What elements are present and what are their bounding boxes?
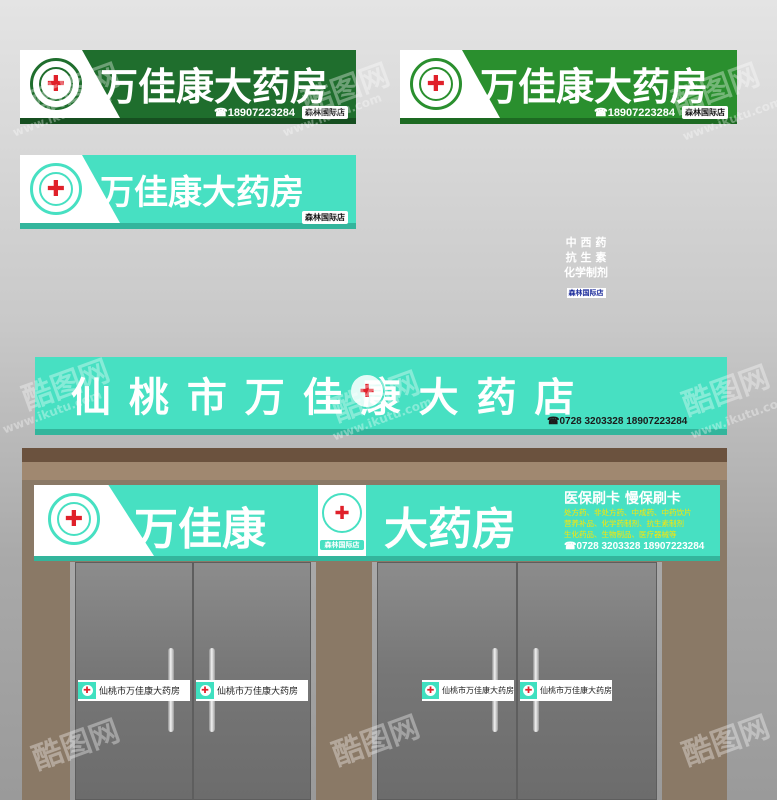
cross-icon: ✚ xyxy=(78,682,96,699)
decal-text: 仙桃市万佳康大药房 xyxy=(442,686,514,695)
decal-text: 仙桃市万佳康大药房 xyxy=(99,687,181,697)
phone-number: ☎18907223284 xyxy=(594,107,675,119)
lower-facade-banner: ✚ 万佳康 ✚ 森林国际店 大药房 医保刷卡 慢保刷卡 处方药、非处方药、中成药… xyxy=(34,485,720,561)
branch-badge: 森林国际店 xyxy=(682,106,728,119)
store-title: 万佳康大药房 xyxy=(100,173,304,213)
side-sign-line: 中 西 药 xyxy=(565,236,607,249)
frame-center-pillar xyxy=(316,560,372,800)
pharmacy-logo-icon: ✚ xyxy=(30,58,82,110)
sign-mint: ✚ 万佳康大药房 森林国际店 xyxy=(20,155,356,229)
cross-icon: ✚ xyxy=(422,682,439,699)
pharmacy-logo-icon: ✚ xyxy=(48,493,100,545)
services-line: 生化药品、生物制品、医疗器械等 xyxy=(564,530,677,539)
banner-base-bar xyxy=(34,556,720,561)
services-heading: 医保刷卡 慢保刷卡 xyxy=(564,491,681,507)
lower-banner-left-title: 万佳康 xyxy=(134,504,266,555)
branch-badge: 森林国际店 xyxy=(302,211,348,224)
store-title: 万佳康大药房 xyxy=(100,65,329,109)
banner-base-bar xyxy=(35,429,727,435)
cross-icon: ✚ xyxy=(196,682,214,699)
decal-text: 仙桃市万佳康大药房 xyxy=(540,686,612,695)
door-decal-strip: ✚ 仙桃市万佳康大药房 xyxy=(422,680,514,701)
beam-top xyxy=(22,448,727,462)
store-title: 万佳康大药房 xyxy=(480,65,709,109)
pharmacy-logo-icon: ✚ xyxy=(322,493,362,533)
branch-badge: 森林国际店 xyxy=(320,540,364,550)
upper-facade-banner: 仙 桃 市 万 佳 康 大 药 店 ✚ ☎0728 3203328 189072… xyxy=(35,357,727,435)
sign-base-bar xyxy=(20,223,356,229)
pharmacy-logo-icon: ✚ xyxy=(30,163,82,215)
side-sign-line: 化学制剂 xyxy=(564,266,608,279)
side-sign: 中 西 药 抗 生 素 化学制剂 森林国际店 xyxy=(558,235,614,299)
sign-base-bar xyxy=(400,118,737,124)
lower-banner-center-title: 大药房 xyxy=(384,504,516,555)
decal-text: 仙桃市万佳康大药房 xyxy=(217,687,299,697)
side-sign-branch: 森林国际店 xyxy=(566,288,606,298)
branch-badge: 森林国际店 xyxy=(302,106,348,119)
door-decal-strip: ✚ 仙桃市万佳康大药房 xyxy=(520,680,612,701)
cross-icon: ✚ xyxy=(520,682,537,699)
pharmacy-logo-icon: ✚ xyxy=(349,373,385,409)
services-line: 处方药、非处方药、中成药、中药饮片 xyxy=(564,508,692,517)
door-decal-strip: ✚ 仙桃市万佳康大药房 xyxy=(196,680,308,701)
upper-banner-phone: ☎0728 3203328 18907223284 xyxy=(547,416,688,427)
services-line: 营养补品、化学药制剂、抗生素制剂 xyxy=(564,519,684,528)
sign-base-bar xyxy=(20,118,356,124)
sign-dark-green: ✚ 万佳康大药房 ☎18907223284 森林国际店 xyxy=(20,50,356,124)
lower-banner-phone: ☎0728 3203328 18907223284 xyxy=(564,541,705,552)
center-logo-card: ✚ 森林国际店 xyxy=(318,485,366,556)
sign-green: ✚ 万佳康大药房 ☎18907223284 森林国际店 xyxy=(400,50,737,124)
phone-number: ☎18907223284 xyxy=(214,107,295,119)
door-decal-strip: ✚ 仙桃市万佳康大药房 xyxy=(78,680,190,701)
beam-lower xyxy=(22,462,727,480)
upper-banner-title: 仙 桃 市 万 佳 康 大 药 店 xyxy=(71,375,577,421)
side-sign-line: 抗 生 素 xyxy=(565,251,607,264)
pharmacy-logo-icon: ✚ xyxy=(410,58,462,110)
